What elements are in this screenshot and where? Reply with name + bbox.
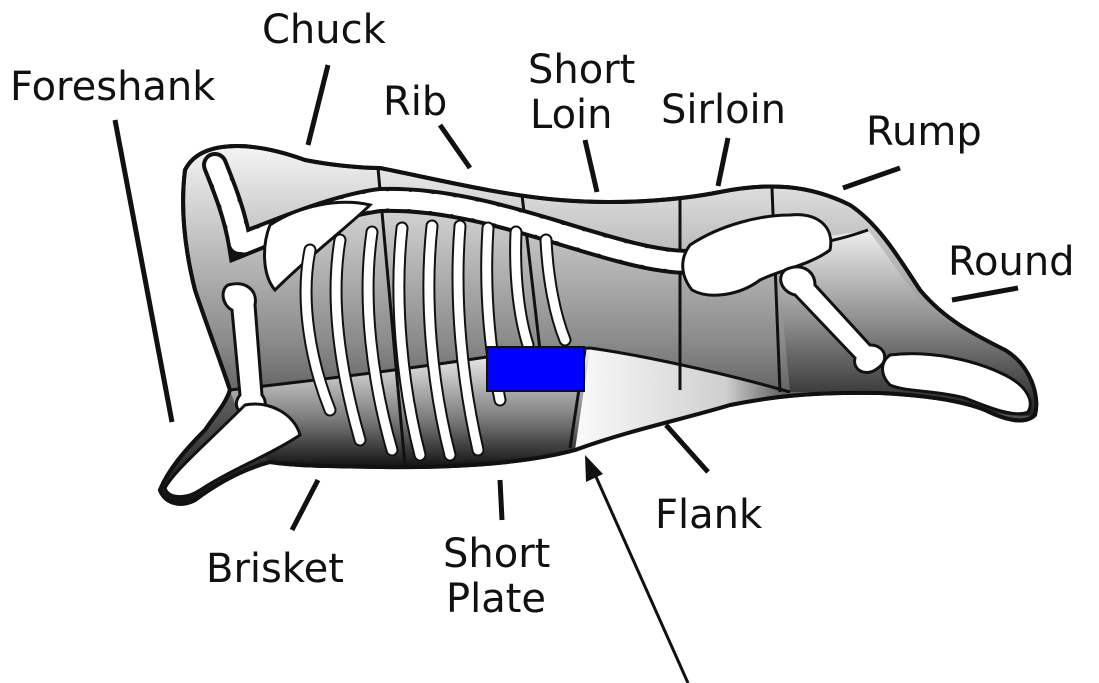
label-short-loin-line2: Loin <box>530 92 613 138</box>
label-short-plate-line1: Short <box>443 531 550 577</box>
flank-leader <box>666 425 708 472</box>
chuck-leader <box>308 65 328 145</box>
arrow-head <box>585 455 603 482</box>
label-flank: Flank <box>655 492 763 538</box>
label-short-loin-line1: Short <box>528 47 635 93</box>
label-round: Round <box>948 239 1075 285</box>
highlight-box <box>487 347 584 391</box>
label-rib: Rib <box>383 79 447 125</box>
carcass <box>160 146 1036 504</box>
pointer-arrow <box>585 455 688 683</box>
foreshank-leader <box>115 120 172 422</box>
rump-leader <box>843 168 900 188</box>
label-brisket: Brisket <box>206 546 344 592</box>
short-loin-leader <box>585 140 597 192</box>
rib-leader <box>440 125 470 168</box>
round-leader <box>952 288 1018 300</box>
label-rump: Rump <box>866 109 982 155</box>
label-short-plate-line2: Plate <box>446 576 546 622</box>
brisket-leader <box>292 480 318 530</box>
label-sirloin: Sirloin <box>661 87 786 133</box>
label-foreshank: Foreshank <box>10 64 216 110</box>
label-chuck: Chuck <box>262 7 387 53</box>
short-plate-leader <box>500 480 502 520</box>
sirloin-leader <box>718 138 728 186</box>
